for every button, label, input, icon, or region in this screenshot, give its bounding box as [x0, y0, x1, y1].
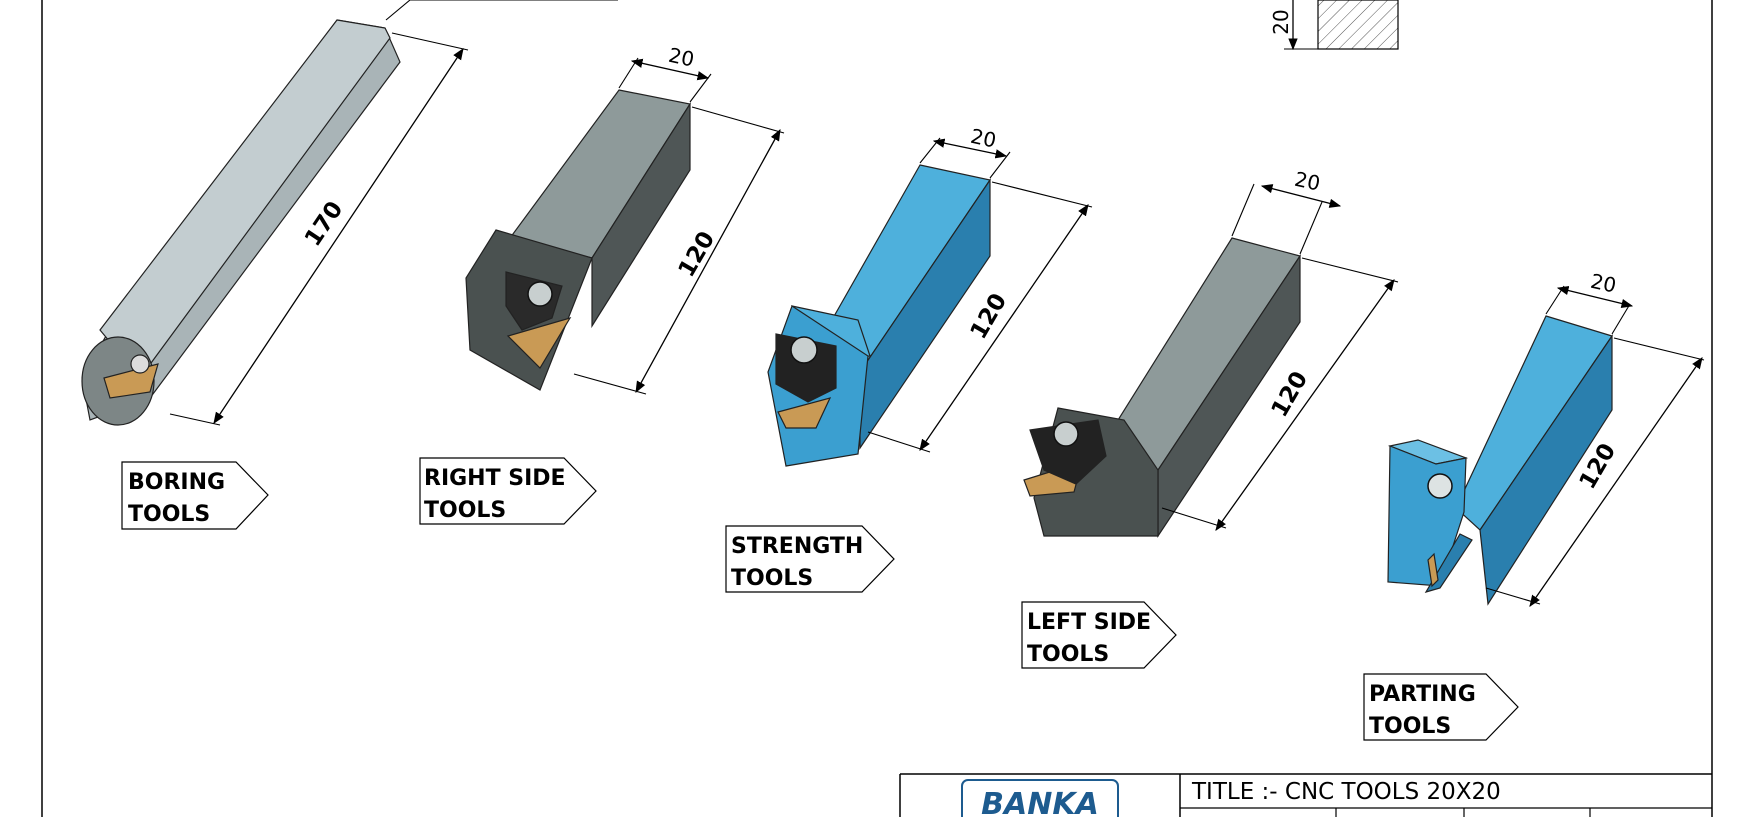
logo-frame — [961, 779, 1119, 817]
parting-block-screw — [1427, 473, 1453, 499]
right-width-label: 20 — [667, 43, 697, 72]
boring-length-label: 170 — [300, 197, 348, 251]
tag-parting-tools: PARTING TOOLS — [1363, 673, 1519, 741]
right-insert — [506, 316, 572, 369]
parting-insert — [1427, 552, 1439, 588]
tag-boring-line2: TOOLS — [128, 502, 210, 527]
section-view: 20 — [1269, 0, 1399, 51]
tag-strength-tools: STRENGTH TOOLS — [725, 525, 895, 593]
tag-strength-line1: STRENGTH — [731, 534, 863, 559]
tag-left-side-tools: LEFT SIDE TOOLS — [1021, 601, 1177, 669]
right-width-dimension: 20 — [618, 43, 712, 103]
left-clamp — [1029, 419, 1107, 485]
boring-bar-flat — [99, 19, 391, 379]
tag-parting-line1: PARTING — [1369, 682, 1476, 707]
strength-length-label: 120 — [966, 289, 1013, 344]
right-length-label: 120 — [674, 227, 721, 282]
right-clamp-screw — [527, 281, 553, 307]
tag-left-line2: TOOLS — [1027, 642, 1109, 667]
drawing-title: TITLE :- CNC TOOLS 20X20 — [1191, 779, 1501, 805]
strength-width-dimension: 20 — [919, 124, 1011, 179]
parting-width-label: 20 — [1589, 269, 1619, 298]
company-logo: BANKA — [981, 787, 1099, 817]
strength-width-label: 20 — [969, 124, 999, 153]
boring-tool — [81, 19, 401, 426]
right-side-tool — [465, 89, 691, 391]
tag-boring-line1: BORING — [128, 470, 225, 495]
left-width-label: 20 — [1293, 167, 1323, 196]
title-block: BANKA TITLE :- CNC TOOLS 20X20 — [899, 773, 1712, 817]
strength-tool — [767, 164, 991, 467]
tag-right-line2: TOOLS — [424, 498, 506, 523]
parting-width-dimension: 20 — [1545, 269, 1634, 335]
strength-clamp-screw — [790, 336, 818, 364]
strength-insert — [777, 397, 832, 429]
boring-insert-screw — [130, 354, 150, 374]
tag-strength-line2: TOOLS — [731, 566, 813, 591]
left-clamp-screw — [1053, 421, 1079, 447]
tag-right-line1: RIGHT SIDE — [424, 466, 566, 491]
section-height-label: 20 — [1269, 9, 1293, 34]
left-side-tool — [1023, 237, 1301, 538]
tag-boring-tools: BORING TOOLS — [121, 461, 269, 530]
left-width-dimension: 20 — [1231, 167, 1342, 255]
tag-right-side-tools: RIGHT SIDE TOOLS — [419, 457, 597, 525]
tag-parting-line2: TOOLS — [1369, 714, 1451, 739]
tag-left-line1: LEFT SIDE — [1027, 610, 1151, 635]
parting-tool — [1387, 315, 1613, 606]
left-length-label: 120 — [1267, 367, 1314, 422]
